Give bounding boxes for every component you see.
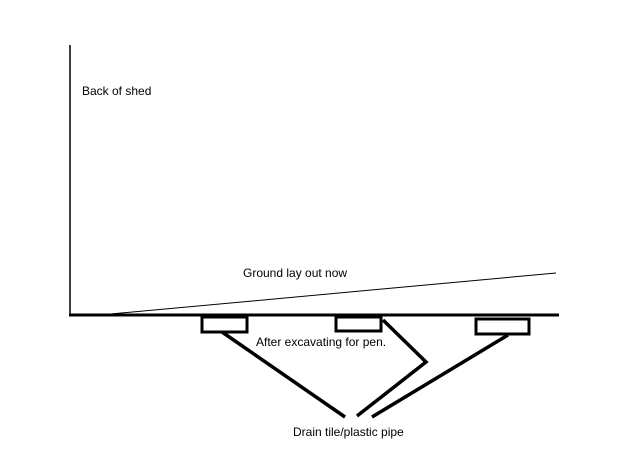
drain-pipe-middle	[334, 315, 383, 333]
drain-pipe-right	[474, 317, 531, 336]
pointer-left	[221, 330, 346, 419]
pointer-right	[371, 333, 509, 419]
pointer-middle	[355, 318, 429, 418]
ground-original-slope	[99, 272, 557, 316]
ground-now-label: Ground lay out now	[243, 266, 348, 280]
drain-pipe-left	[200, 315, 249, 334]
back-of-shed-label: Back of shed	[82, 84, 152, 98]
drain-tile-label: Drain tile/plastic pipe	[293, 425, 404, 439]
after-excavating-label: After excavating for pen.	[256, 335, 387, 349]
